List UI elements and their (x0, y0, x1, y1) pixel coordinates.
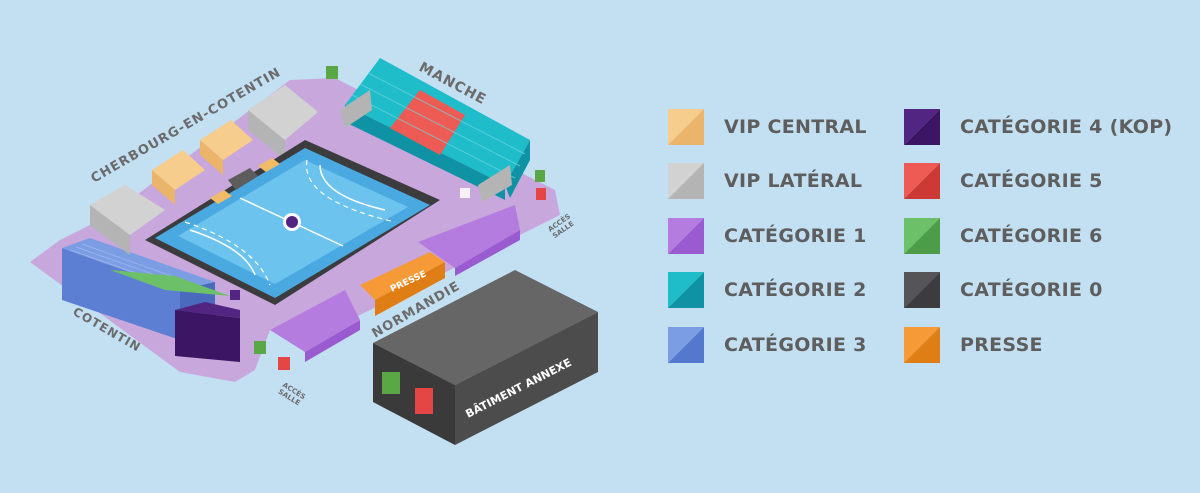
legend-item-categorie-0: CATÉGORIE 0 (904, 271, 1103, 309)
legend-label: VIP CENTRAL (724, 116, 867, 138)
stand-cherbourg-vip-central[interactable] (152, 120, 253, 205)
legend-swatch (668, 163, 704, 199)
legend-label: CATÉGORIE 4 (KOP) (960, 116, 1173, 138)
legend-swatch (668, 272, 704, 308)
legend-item-vip-lateral: VIP LATÉRAL (668, 162, 862, 200)
seating-legend: VIP CENTRAL VIP LATÉRAL CATÉGORIE 1 CATÉ… (668, 108, 1188, 368)
legend-swatch (904, 327, 940, 363)
legend-swatch (668, 327, 704, 363)
fire-extinguisher-icon (536, 188, 546, 200)
legend-swatch (668, 218, 704, 254)
legend-swatch (904, 272, 940, 308)
entrance-label-south: ACCÈS SALLE (277, 380, 308, 407)
stand-normandie-category-1[interactable] (270, 205, 520, 362)
kop-section[interactable] (175, 310, 240, 362)
fire-extinguisher-icon (278, 357, 290, 370)
legend-item-categorie-2: CATÉGORIE 2 (668, 271, 867, 309)
stand-cherbourg-lateral[interactable] (90, 85, 318, 255)
legend-swatch (904, 109, 940, 145)
legend-label: VIP LATÉRAL (724, 170, 863, 192)
restroom-icon (382, 372, 400, 394)
accessibility-icon (460, 188, 470, 198)
legend-item-vip-central: VIP CENTRAL (668, 108, 867, 146)
legend-item-categorie-6: CATÉGORIE 6 (904, 217, 1103, 255)
restroom-icon (326, 66, 338, 79)
legend-label: CATÉGORIE 6 (960, 225, 1103, 247)
arena-seating-map: PRESSE BÂTIMENT ANNEXE CHERBOURG-EN-COTE… (30, 58, 598, 445)
legend-item-categorie-3: CATÉGORIE 3 (668, 326, 867, 364)
team-benches (210, 158, 280, 204)
stand-cotentin-block[interactable] (62, 238, 240, 362)
legend-item-categorie-4-kop: CATÉGORIE 4 (KOP) (904, 108, 1172, 146)
playing-court (155, 148, 430, 298)
legend-swatch (904, 163, 940, 199)
legend-label: CATÉGORIE 1 (724, 225, 867, 247)
stand-manche-block[interactable] (340, 58, 530, 202)
legend-swatch (668, 109, 704, 145)
legend-item-presse: PRESSE (904, 326, 1043, 364)
legend-label: CATÉGORIE 2 (724, 279, 867, 301)
fire-extinguisher-icon (415, 388, 433, 414)
legend-swatch (904, 218, 940, 254)
legend-item-categorie-1: CATÉGORIE 1 (668, 217, 867, 255)
legend-label: CATÉGORIE 0 (960, 279, 1103, 301)
annex-building[interactable]: BÂTIMENT ANNEXE (373, 270, 598, 445)
restroom-icon (254, 341, 266, 354)
legend-label: CATÉGORIE 3 (724, 334, 867, 356)
legend-item-categorie-5: CATÉGORIE 5 (904, 162, 1103, 200)
press-box[interactable]: PRESSE (360, 252, 445, 316)
restroom-icon (535, 170, 545, 182)
accessibility-icon (230, 290, 240, 300)
legend-label: CATÉGORIE 5 (960, 170, 1103, 192)
category-5-section[interactable] (390, 90, 465, 155)
legend-label: PRESSE (960, 334, 1043, 356)
